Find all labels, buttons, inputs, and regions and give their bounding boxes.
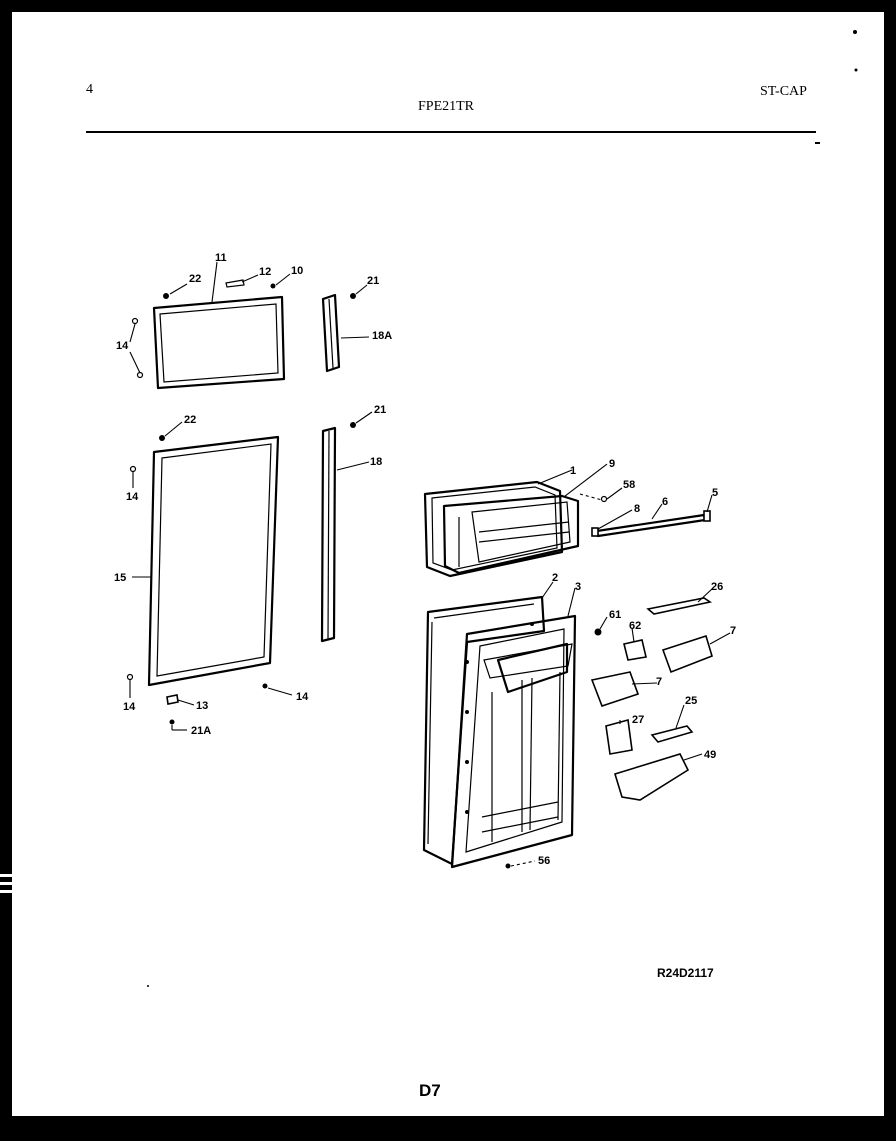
callout-13: 13	[196, 700, 208, 712]
dairy-door-7a	[661, 634, 713, 674]
cover-26	[646, 597, 713, 615]
screw-21a	[169, 719, 175, 725]
screw-21-upper	[350, 293, 356, 299]
model-number: FPE21TR	[418, 99, 475, 114]
screw-21-lower	[350, 422, 356, 428]
panel-27	[605, 718, 633, 755]
callout-62: 62	[629, 620, 641, 632]
callout-21A: 21A	[191, 725, 211, 737]
callout-22-lower: 22	[184, 414, 196, 426]
callout-21-top: 21	[367, 275, 379, 287]
callout-2: 2	[552, 572, 558, 584]
end-cap-8	[591, 527, 599, 537]
bin-49	[614, 753, 690, 801]
diagram-sheet: 4 FPE21TR ST-CAP	[12, 12, 884, 1116]
page-number: 4	[86, 82, 93, 97]
header-rule	[86, 131, 816, 133]
callout-49: 49	[704, 749, 716, 761]
callout-27: 27	[632, 714, 644, 726]
exploded-parts-drawing: 11 22 12 10 21 18A 14 22 21 18 14 15 14 …	[114, 30, 858, 987]
callout-9: 9	[609, 458, 615, 470]
callout-leaders	[129, 261, 731, 867]
callout-12: 12	[259, 266, 271, 278]
screw-22-top	[163, 293, 169, 299]
freezer-gasket-frame	[152, 295, 286, 390]
callout-18: 18	[370, 456, 382, 468]
callout-1: 1	[570, 465, 576, 477]
callout-14-bottom-right: 14	[296, 691, 309, 703]
fresh-food-handle-18	[320, 426, 337, 643]
hinge-pin-14a-top	[131, 317, 139, 325]
hinge-pin-14a-bottom	[136, 371, 144, 379]
end-cap-5	[703, 510, 711, 522]
scan-speck	[853, 30, 857, 34]
fresh-food-gasket-frame	[147, 435, 280, 687]
callout-3: 3	[575, 581, 581, 593]
callout-58: 58	[623, 479, 635, 491]
callout-8: 8	[634, 503, 640, 515]
callout-26: 26	[711, 581, 723, 593]
callout-22-top: 22	[189, 273, 201, 285]
callout-7-left: 7	[656, 676, 662, 688]
screw-14d	[262, 683, 268, 689]
header-rule-tick	[815, 142, 820, 144]
fresh-food-door-liner-3	[450, 614, 577, 869]
freezer-handle-18a	[321, 293, 341, 373]
scan-speck	[854, 68, 858, 72]
callout-7-right: 7	[730, 625, 736, 637]
callout-25: 25	[685, 695, 697, 707]
screw-56	[505, 863, 511, 869]
callout-14-top: 14	[116, 340, 129, 352]
shelf-rail-6	[595, 513, 707, 538]
section-code: ST-CAP	[760, 84, 807, 99]
retainer-25	[650, 725, 694, 743]
callout-56: 56	[538, 855, 550, 867]
callout-15: 15	[114, 572, 126, 584]
callout-labels: 11 22 12 10 21 18A 14 22 21 18 14 15 14 …	[114, 252, 736, 867]
scan-speck	[147, 985, 149, 987]
bracket-13	[166, 694, 179, 705]
callout-18a: 18A	[372, 330, 392, 342]
hinge-pin-14c	[126, 673, 134, 681]
callout-11: 11	[215, 252, 227, 264]
knob-61	[594, 628, 602, 636]
callout-14-mid: 14	[126, 491, 139, 503]
page-code: D7	[419, 1081, 441, 1100]
callout-21-lower: 21	[374, 404, 386, 416]
drawing-reference-code: R24D2117	[657, 966, 714, 980]
callout-5: 5	[712, 487, 718, 499]
screw-22-lower	[159, 435, 165, 441]
freezer-door-assembly	[423, 480, 580, 578]
block-62	[623, 639, 647, 661]
screw-10	[270, 283, 276, 289]
scan-edge-marks	[0, 870, 12, 910]
callout-6: 6	[662, 496, 668, 508]
dairy-door-7b	[590, 671, 640, 708]
screw-58	[600, 495, 608, 503]
callout-61: 61	[609, 609, 621, 621]
callout-10: 10	[291, 265, 303, 277]
hinge-pin-14b	[129, 465, 137, 473]
bracket-12	[225, 279, 245, 288]
callout-14-bottom-left: 14	[123, 701, 136, 713]
